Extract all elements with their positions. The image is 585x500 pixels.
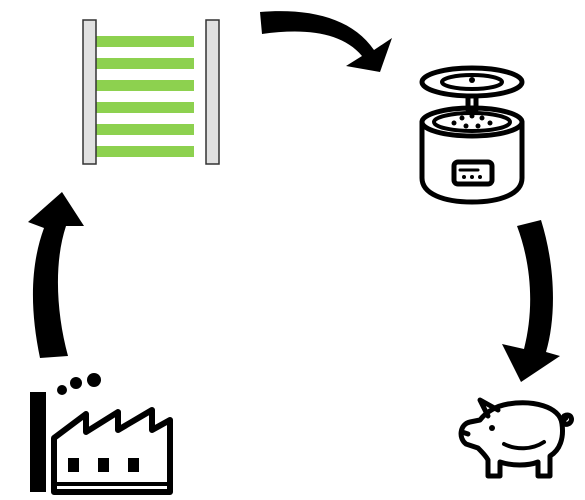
factory-node bbox=[24, 370, 176, 496]
rack-node bbox=[78, 16, 228, 168]
cooker-icon bbox=[419, 65, 525, 205]
rack-icon bbox=[82, 19, 220, 165]
pig-icon bbox=[458, 397, 574, 479]
factory-icon bbox=[30, 373, 173, 495]
cooker-node bbox=[414, 60, 532, 208]
pig-node bbox=[452, 394, 578, 480]
